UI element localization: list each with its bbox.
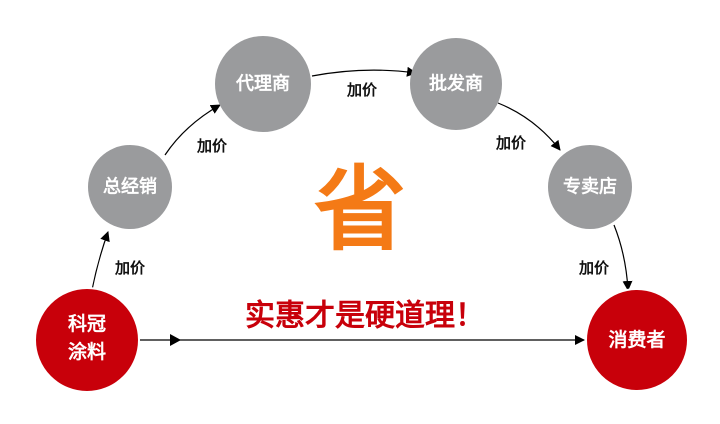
node-store: 专卖店 <box>548 145 632 229</box>
edge-label-4: 加价 <box>495 134 527 152</box>
edge-label-3: 加价 <box>346 81 378 99</box>
edge-label-1: 加价 <box>114 259 146 277</box>
arrow-mid-head <box>170 334 181 346</box>
node-consumer-label: 消费者 <box>608 328 665 351</box>
node-source: 科冠 涂料 <box>34 287 140 393</box>
node-agent-label: 代理商 <box>235 73 290 95</box>
node-distributor: 总经销 <box>88 145 172 229</box>
node-store-label: 专卖店 <box>563 176 617 198</box>
arrow-agent-to-wholesaler <box>311 66 417 77</box>
node-source-line2: 涂料 <box>68 340 106 363</box>
edge-label-5: 加价 <box>578 259 610 277</box>
arrow-source-to-distributor <box>91 231 110 291</box>
node-source-line1: 科冠 <box>68 312 106 335</box>
arrow-distributor-to-agent <box>164 104 221 156</box>
node-consumer: 消费者 <box>585 288 689 392</box>
save-character: 省 <box>314 157 406 264</box>
node-agent: 代理商 <box>215 36 311 132</box>
node-wholesaler: 批发商 <box>410 38 502 130</box>
edge-label-2: 加价 <box>196 137 228 155</box>
slogan: 实惠才是硬道理！ <box>245 299 485 334</box>
node-distributor-label: 总经销 <box>103 176 157 198</box>
arrow-store-to-consumer <box>613 224 633 291</box>
arrow-wholesaler-to-store <box>497 102 561 151</box>
node-wholesaler-label: 批发商 <box>429 73 483 95</box>
